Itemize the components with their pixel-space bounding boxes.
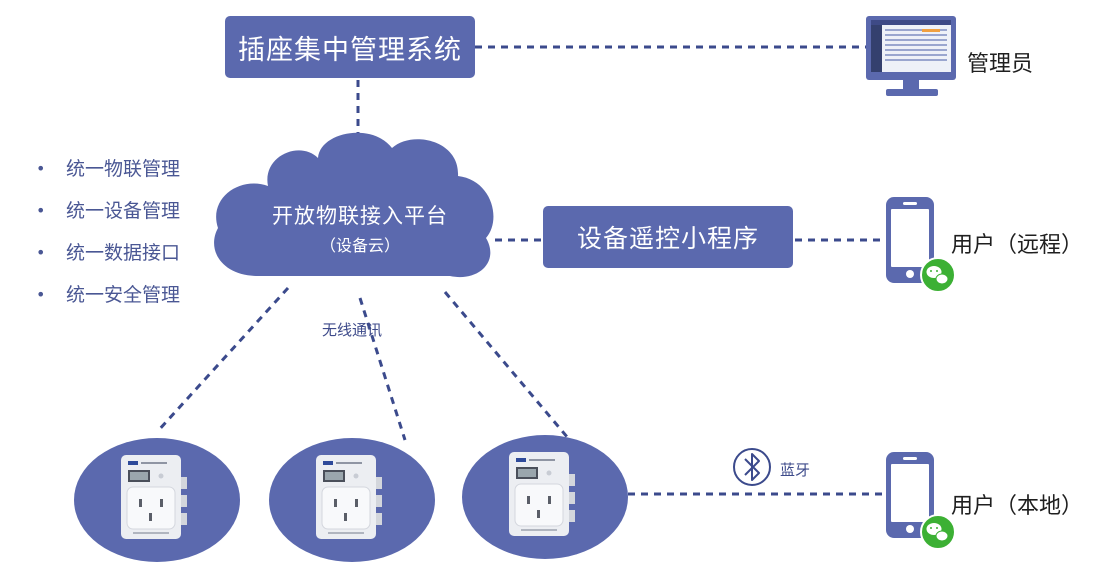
admin-label: 管理员 xyxy=(967,52,1034,77)
bluetooth-label: 蓝牙 xyxy=(780,461,811,479)
feature-list: 统一物联管理 统一设备管理 统一数据接口 统一安全管理 xyxy=(36,152,180,320)
system-box: 插座集中管理系统 xyxy=(225,16,475,78)
connector-cloud-socket-3 xyxy=(443,291,570,439)
mini-program-title: 设备遥控小程序 xyxy=(576,224,759,253)
user-remote-label: 用户（远程） xyxy=(951,233,1084,258)
connector-cloud-socket-1 xyxy=(155,286,290,434)
cloud-subtitle: （设备云） xyxy=(319,236,400,255)
feature-item: 统一物联管理 xyxy=(36,152,180,194)
cloud-shape xyxy=(214,132,494,278)
wechat-icon-local xyxy=(920,514,956,550)
user-local-label: 用户（本地） xyxy=(951,494,1084,519)
feature-item: 统一设备管理 xyxy=(36,194,180,236)
wechat-icon-remote xyxy=(920,257,956,293)
socket-device-1 xyxy=(74,438,240,562)
cloud-title: 开放物联接入平台 xyxy=(272,204,448,228)
system-title: 插座集中管理系统 xyxy=(238,34,462,66)
wireless-label: 无线通讯 xyxy=(322,321,383,339)
phone-icon-remote xyxy=(886,197,934,283)
monitor-icon xyxy=(866,16,956,96)
feature-item: 统一数据接口 xyxy=(36,236,180,278)
bluetooth-icon xyxy=(733,448,771,486)
phone-icon-local xyxy=(886,452,934,538)
cloud-label: 开放物联接入平台 （设备云） xyxy=(240,200,480,256)
socket-device-3 xyxy=(462,435,628,559)
feature-item: 统一安全管理 xyxy=(36,278,180,320)
socket-device-2 xyxy=(269,438,435,562)
mini-program-box: 设备遥控小程序 xyxy=(543,206,793,268)
